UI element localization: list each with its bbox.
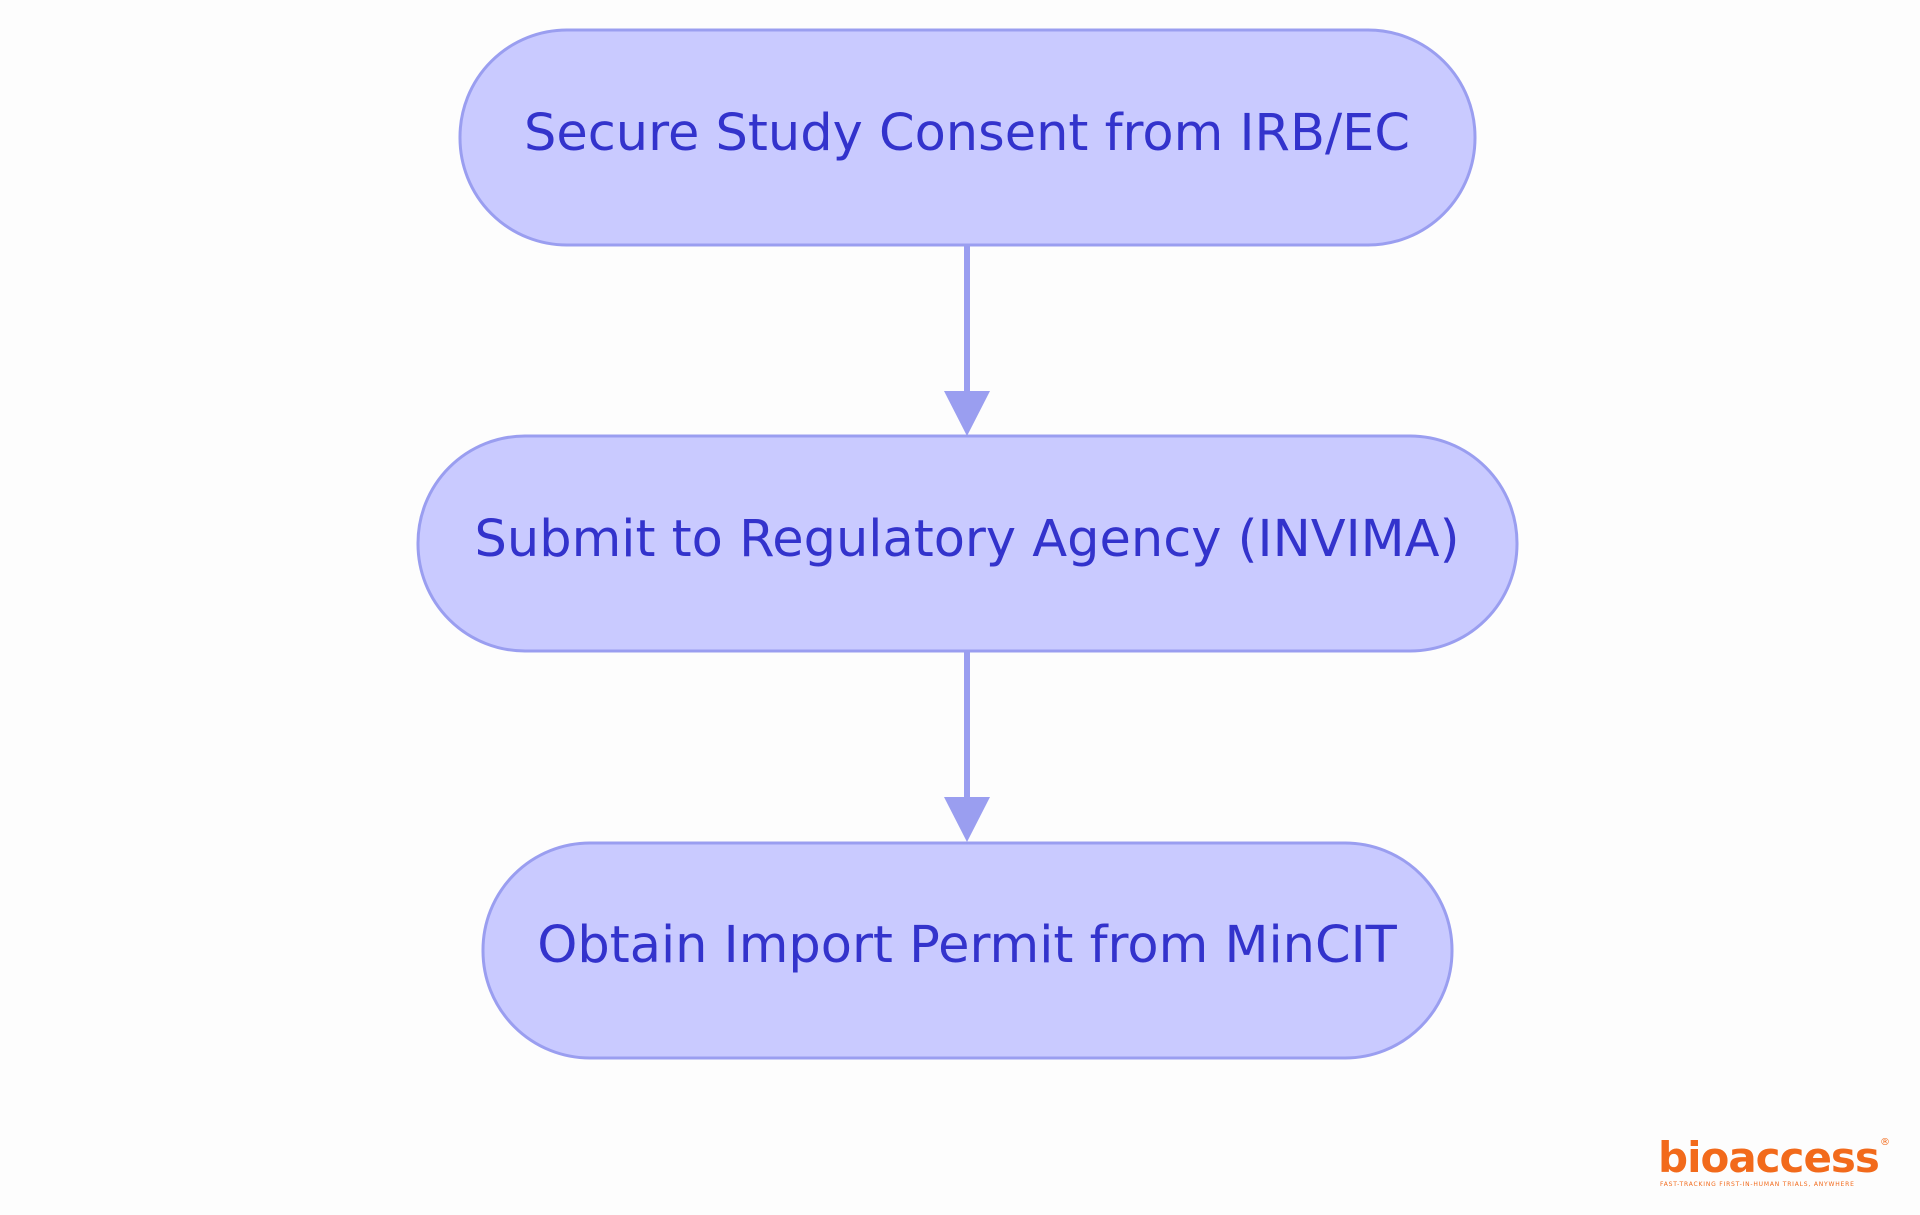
node-label: Obtain Import Permit from MinCIT [537,916,1397,975]
connector-consent-to-submit [944,246,990,436]
registered-mark: ® [1879,1137,1890,1148]
node-submit-regulatory-agency: Submit to Regulatory Agency (INVIMA) [416,434,1519,653]
node-obtain-import-permit: Obtain Import Permit from MinCIT [481,841,1454,1060]
bioaccess-logo: bioaccess® FAST-TRACKING FIRST-IN-HUMAN … [1658,1137,1890,1193]
node-secure-study-consent: Secure Study Consent from IRB/EC [458,28,1477,247]
logo-tagline: FAST-TRACKING FIRST-IN-HUMAN TRIALS, ANY… [1660,1181,1855,1188]
connector-submit-to-permit [944,652,990,842]
logo-wordmark: bioaccess [1658,1133,1880,1182]
node-label: Secure Study Consent from IRB/EC [524,104,1410,163]
node-label: Submit to Regulatory Agency (INVIMA) [475,510,1460,569]
